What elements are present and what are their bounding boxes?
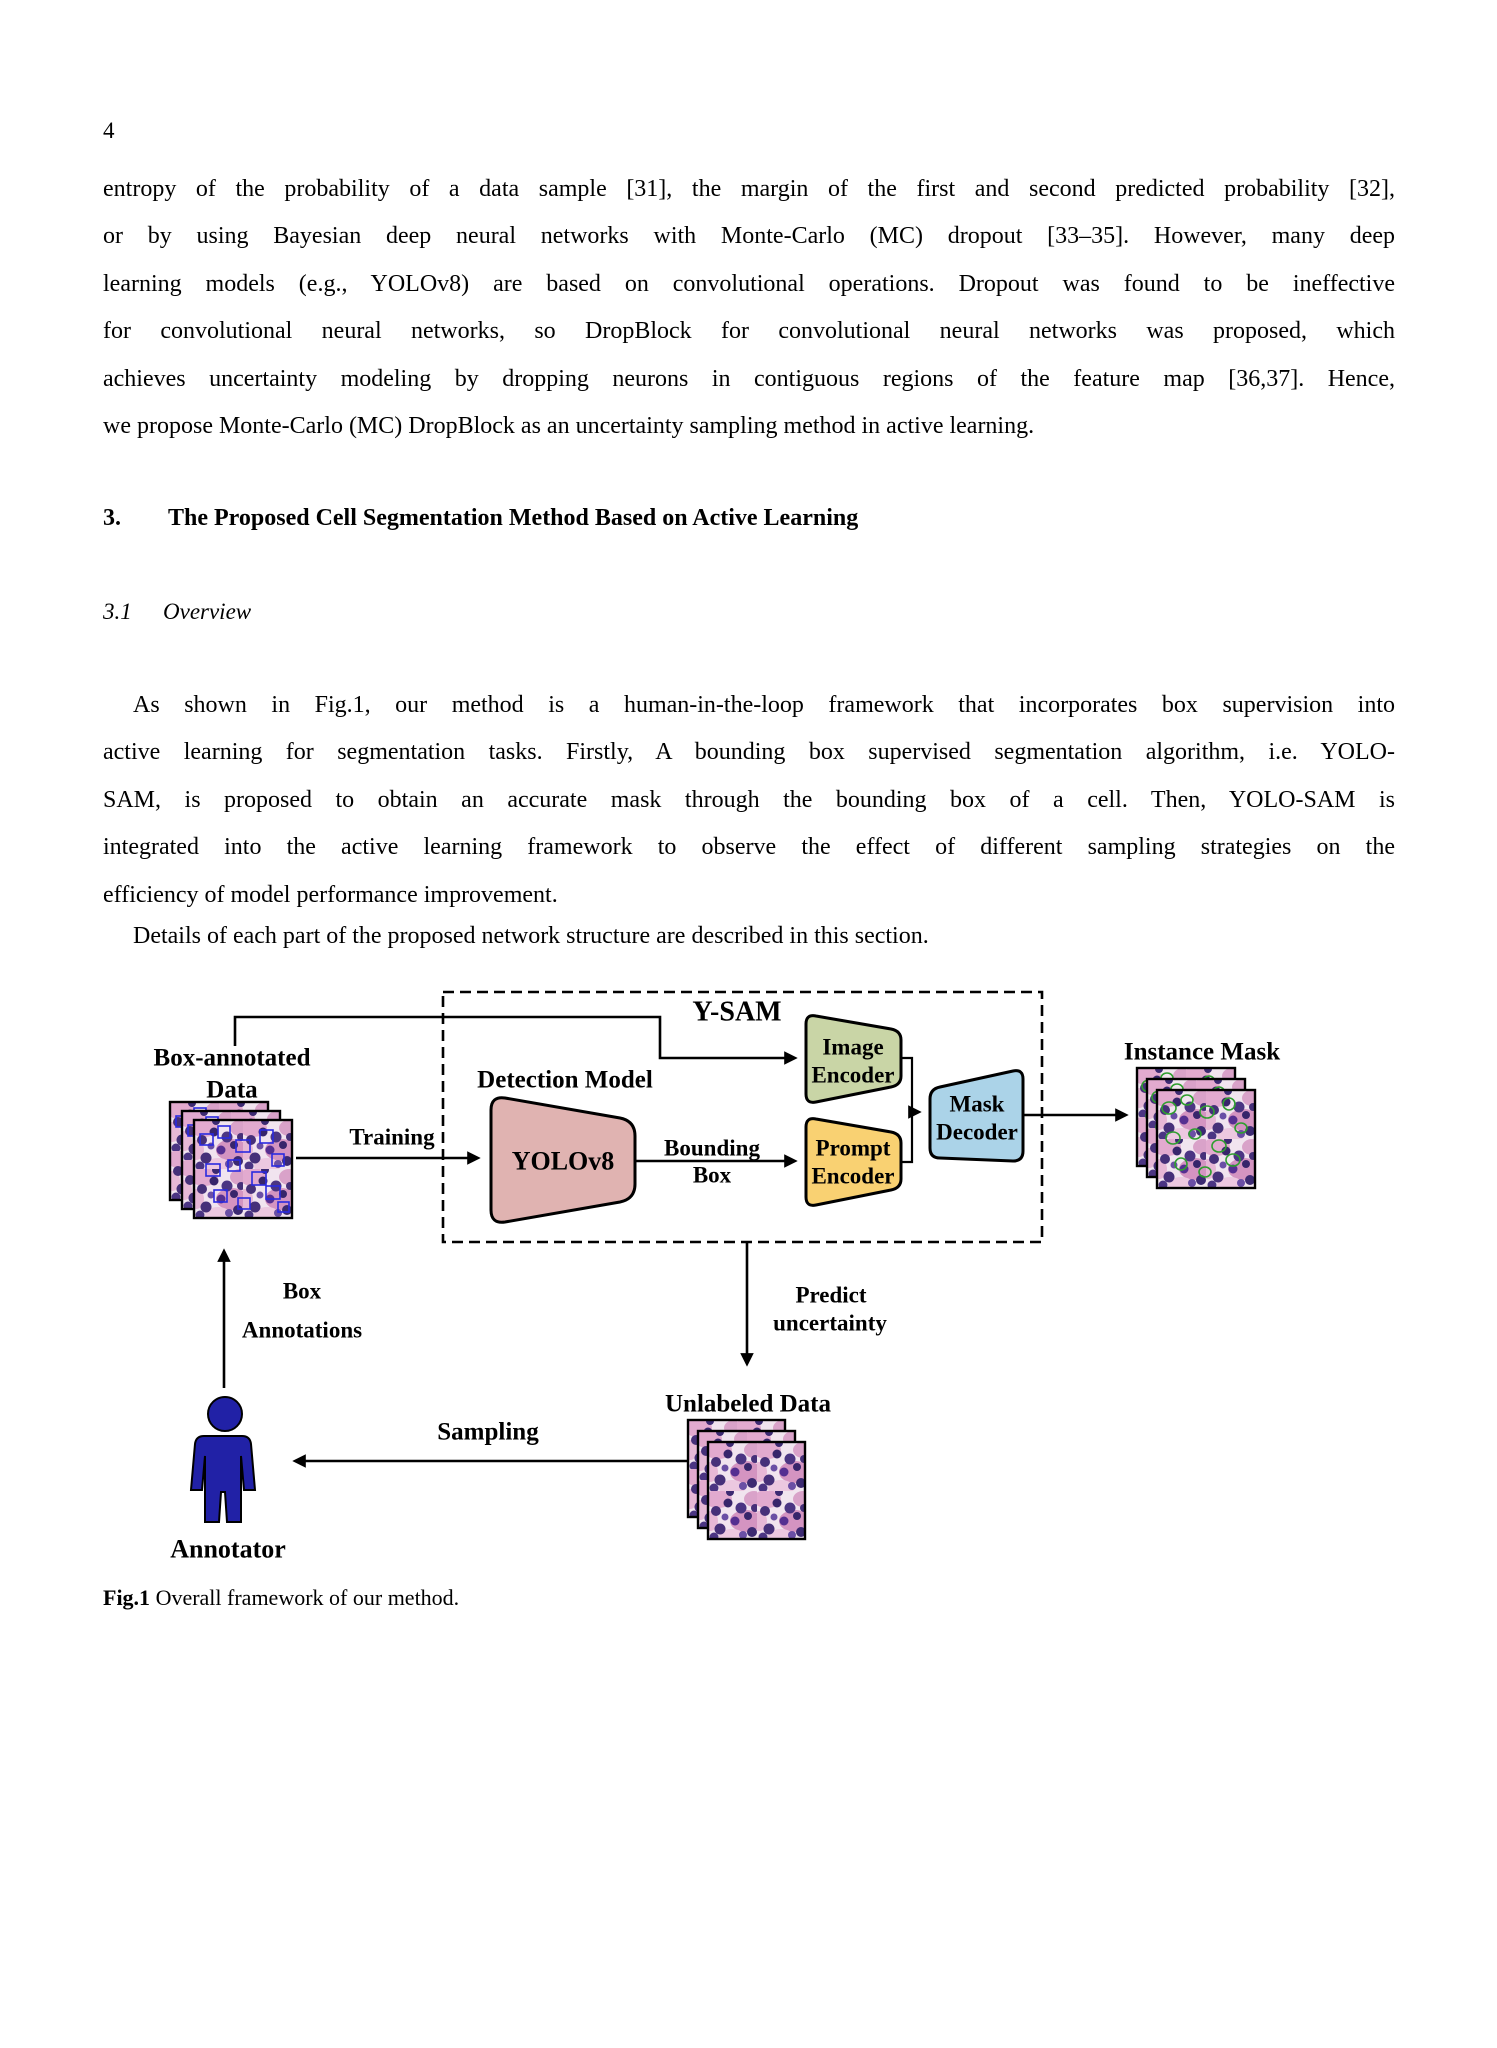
text-line: for convolutional neural networks, so Dr…: [103, 318, 1395, 345]
mask-decoder-node: [928, 1069, 1025, 1163]
text-line: or by using Bayesian deep neural network…: [103, 223, 1395, 250]
predict-uncertainty-label: Predict: [795, 1283, 866, 1308]
text-line: entropy of the probability of a data sam…: [103, 176, 1395, 202]
text-line: Details of each part of the proposed net…: [133, 923, 929, 949]
prompt-encoder-label: Encoder: [811, 1164, 894, 1189]
bounding-box-label: Bounding: [664, 1136, 760, 1161]
sampling-label: Sampling: [437, 1419, 539, 1446]
bounding-box-label: Box: [693, 1163, 732, 1188]
section-number: 3.: [103, 505, 121, 531]
encoder-join-connector: [901, 1056, 914, 1164]
instance-mask-image-stack: [1135, 1066, 1257, 1190]
data-to-image-encoder-arrow: [233, 1015, 798, 1065]
yolov8-node: [489, 1096, 637, 1224]
figure-caption: Fig.1 Overall framework of our method.: [103, 1585, 459, 1611]
annotator-person-icon: [189, 1396, 257, 1523]
figure-caption-text: Overall framework of our method.: [150, 1585, 460, 1610]
cell-image: [1155, 1088, 1257, 1190]
box-annotated-data-label: Data: [206, 1077, 258, 1104]
cell-image: [706, 1440, 807, 1541]
predict-uncertainty-label: uncertainty: [773, 1311, 887, 1336]
box-annotations-label: Box: [283, 1279, 322, 1304]
cell-image: [192, 1118, 294, 1220]
detection-model-label: Detection Model: [477, 1067, 653, 1094]
text-line: integrated into the active learning fram…: [103, 834, 1395, 861]
paragraph-1: entropy of the probability of a data sam…: [103, 166, 1395, 450]
subsection-title: Overview: [163, 599, 252, 624]
ysam-label: Y-SAM: [692, 997, 781, 1028]
text-line: SAM, is proposed to obtain an accurate m…: [103, 786, 1395, 813]
text-line: As shown in Fig.1, our method is a human…: [133, 692, 1395, 718]
ysam-dashed-box: [441, 990, 1044, 1244]
page-number: 4: [103, 118, 115, 143]
box-annotated-data-label: Box-annotated: [154, 1045, 311, 1072]
prompt-encoder-label: Prompt: [816, 1136, 891, 1161]
image-encoder-node: [804, 1014, 903, 1104]
text-line: active learning for segmentation tasks. …: [103, 739, 1395, 766]
paragraph-3: Details of each part of the proposed net…: [103, 913, 1395, 960]
unlabeled-data-label: Unlabeled Data: [665, 1391, 831, 1418]
unlabeled-image-stack: [686, 1418, 807, 1541]
instance-mask-label: Instance Mask: [1124, 1039, 1280, 1066]
image-encoder-label: Image: [822, 1035, 883, 1060]
section-heading: 3. The Proposed Cell Segmentation Method …: [103, 505, 858, 532]
yolov8-label: YOLOv8: [512, 1147, 615, 1176]
box-annotated-image-stack: [168, 1100, 294, 1220]
text-line: learning models (e.g., YOLOv8) are based…: [103, 270, 1395, 297]
text-line: we propose Monte-Carlo (MC) DropBlock as…: [103, 413, 1035, 440]
mask-decoder-label: Mask: [950, 1092, 1005, 1117]
subsection-number: 3.1: [103, 599, 132, 624]
section-title: The Proposed Cell Segmentation Method Ba…: [168, 505, 859, 531]
image-encoder-label: Encoder: [811, 1063, 894, 1088]
prompt-encoder-node: [804, 1117, 903, 1207]
box-annotations-label: Annotations: [242, 1318, 362, 1343]
annotator-label: Annotator: [170, 1535, 286, 1564]
subsection-heading: 3.1 Overview: [103, 599, 251, 625]
training-label: Training: [349, 1125, 435, 1150]
paragraph-2: As shown in Fig.1, our method is a human…: [103, 682, 1395, 919]
text-line: efficiency of model performance improvem…: [103, 881, 558, 908]
text-line: achieves uncertainty modeling by droppin…: [103, 365, 1395, 392]
mask-decoder-label: Decoder: [936, 1120, 1018, 1145]
figure-caption-label: Fig.1: [103, 1585, 151, 1610]
